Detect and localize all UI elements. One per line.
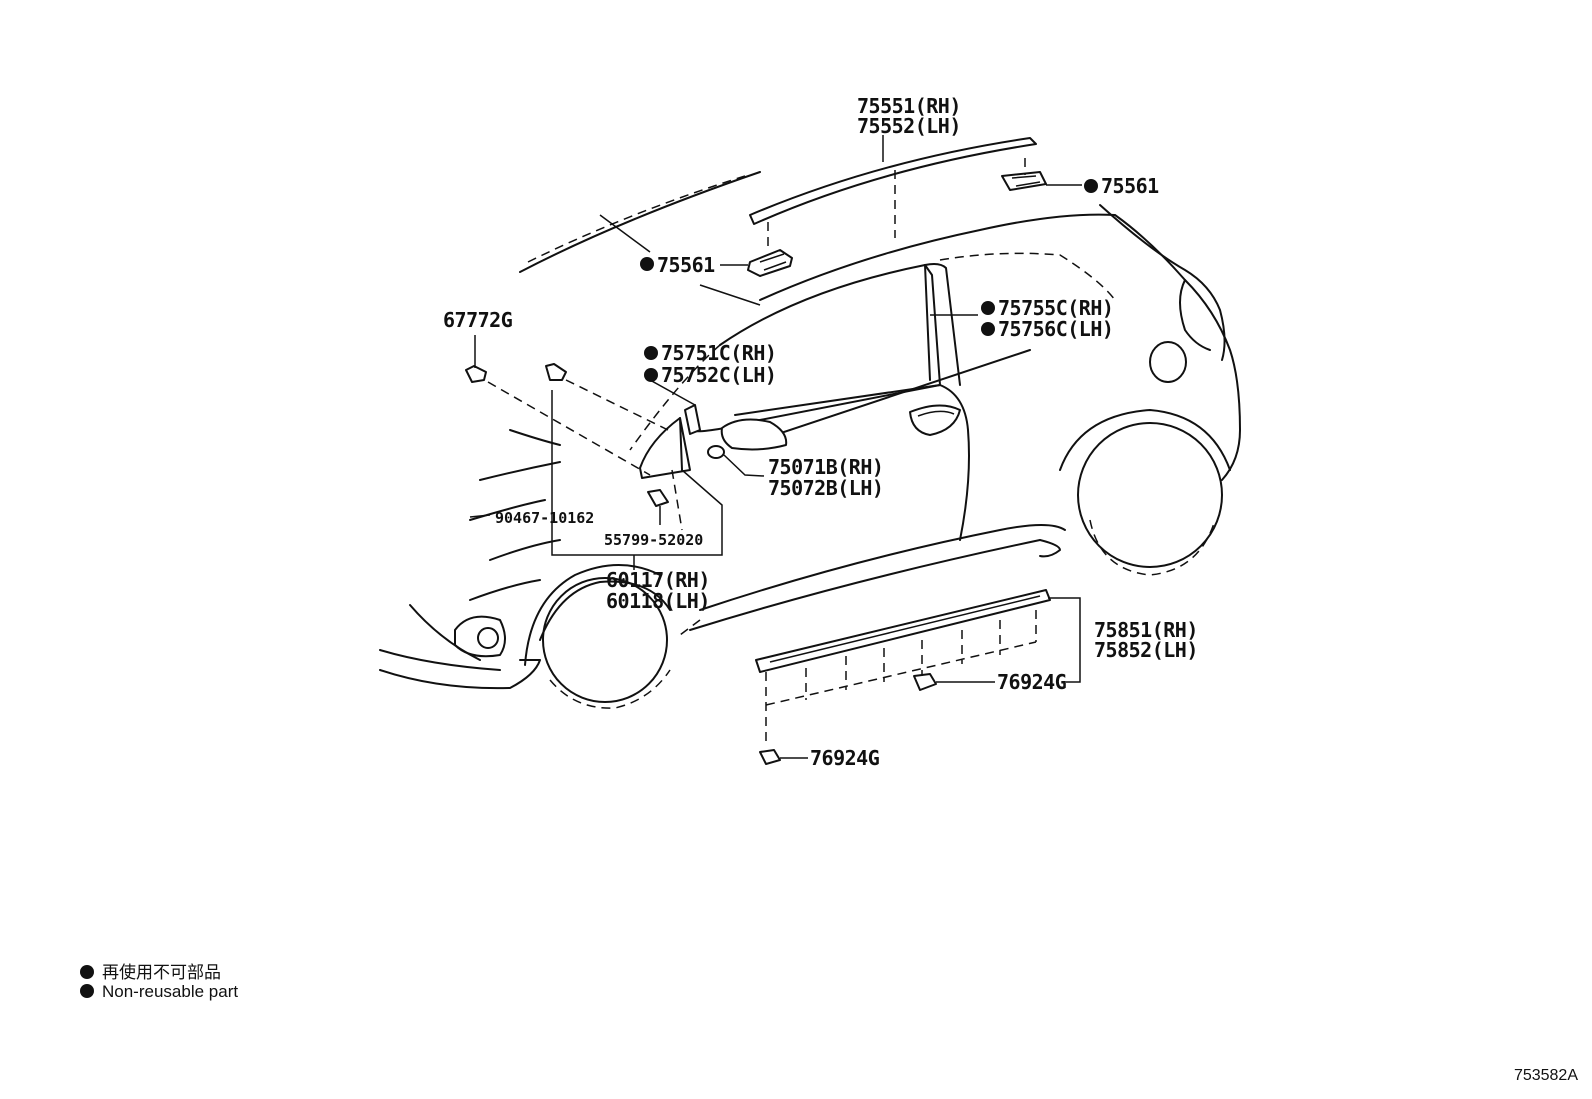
- legend-english: Non-reusable part: [80, 982, 238, 1002]
- label-clip-lower: 76924G: [810, 746, 880, 770]
- label-rocker-rh: 75851(RH): [1094, 618, 1198, 642]
- rocker-molding-part: [755, 589, 1051, 673]
- front-cover-part: [639, 404, 701, 479]
- legend-text-en: Non-reusable part: [102, 982, 239, 1001]
- label-emblem-lh: 75072B(LH): [768, 476, 883, 500]
- roof-molding-part: [749, 137, 1037, 225]
- figure-id: 753582A: [1513, 1067, 1578, 1084]
- legend-bullet-icon: [80, 965, 94, 979]
- clip-lower-part: [759, 749, 781, 765]
- label-rocker-lh: 75852(LH): [1094, 638, 1198, 662]
- screw-part: [465, 365, 487, 383]
- label-cover-lh: 75752C(LH): [661, 363, 776, 387]
- label-fender-lh: 60118(LH): [606, 589, 710, 613]
- label-fender-rh: 60117(RH): [606, 568, 710, 592]
- label-clip-rear: 75561: [1101, 174, 1159, 198]
- bullet-cover-lh: [644, 368, 658, 382]
- clip-front-part: [747, 249, 793, 277]
- retainer-part: [647, 489, 669, 507]
- label-screw: 67772G: [443, 308, 513, 332]
- emblem-part: [707, 418, 788, 459]
- label-clip-front: 75561: [657, 253, 715, 277]
- clip-near-cover-part: [545, 363, 567, 381]
- label-roof-molding-lh: 75552(LH): [857, 114, 961, 138]
- legend-text-ja: 再使用不可部品: [102, 963, 221, 982]
- label-pillar-rh: 75755C(RH): [998, 296, 1113, 320]
- bullet-clip-rear: [1084, 179, 1098, 193]
- bullet-pillar-lh: [981, 322, 995, 336]
- clip-upper-part: [913, 673, 937, 691]
- bullet-cover-rh: [644, 346, 658, 360]
- label-clip-upper: 76924G: [997, 670, 1067, 694]
- bullet-clip-front: [640, 257, 654, 271]
- car-body-outline: [379, 171, 1241, 709]
- label-emblem-rh: 75071B(RH): [768, 455, 883, 479]
- label-cover-rh: 75751C(RH): [661, 341, 776, 365]
- label-roof-molding-rh: 75551(RH): [857, 94, 961, 118]
- pillar-garnish-part: [924, 264, 931, 381]
- bullet-pillar-rh: [981, 301, 995, 315]
- label-retainer: 55799-52020: [604, 531, 703, 549]
- clip-rear-part: [1001, 171, 1047, 191]
- leader-lines: [469, 135, 1082, 759]
- legend-bullet-icon: [80, 984, 94, 998]
- label-bolt: 90467-10162: [495, 509, 594, 527]
- label-pillar-lh: 75756C(LH): [998, 317, 1113, 341]
- legend-japanese: 再使用不可部品: [80, 958, 221, 983]
